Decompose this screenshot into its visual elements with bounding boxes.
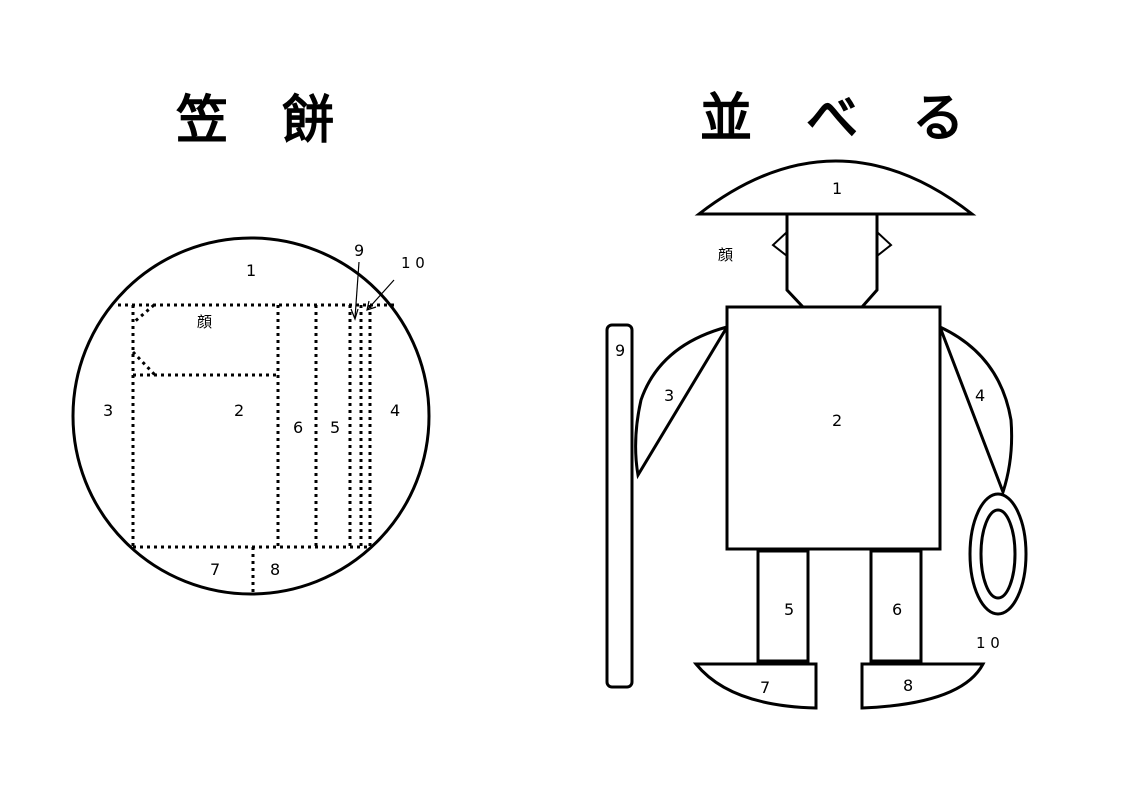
left-part-labels: 1 2 3 4 5 6 7 8 9 1 0 顔 [103, 241, 425, 579]
left-label-8: 8 [270, 560, 280, 579]
right-label-face: 顔 [718, 246, 733, 264]
left-label-10: 1 0 [401, 254, 425, 272]
arrow-9-head [350, 308, 359, 321]
face-piece [785, 212, 879, 309]
right-label-6: 6 [892, 600, 902, 619]
foot-piece-7 [692, 662, 818, 710]
cut-lines [118, 303, 395, 594]
left-label-1: 1 [246, 261, 256, 280]
right-label-5: 5 [784, 600, 794, 619]
left-label-face: 顔 [197, 313, 212, 331]
ring-piece-10-inner [979, 508, 1017, 600]
leg-piece-6 [869, 549, 923, 663]
right-label-3: 3 [664, 386, 674, 405]
right-label-9: 9 [615, 341, 625, 360]
right-label-8: 8 [903, 676, 913, 695]
left-panel: 笠 餅 1 2 3 4 5 [71, 91, 431, 596]
right-title: 並 べ る [700, 89, 982, 149]
arrow-10 [367, 279, 395, 310]
cut-line-face-notch-bottom [131, 350, 157, 377]
arrow-10-head [366, 300, 377, 311]
left-arm-piece-3 [634, 324, 731, 480]
right-label-7: 7 [760, 678, 770, 697]
left-label-9: 9 [354, 241, 364, 260]
hat-piece-1 [694, 159, 977, 216]
left-label-2: 2 [234, 401, 244, 420]
leg-piece-5 [756, 549, 810, 663]
right-part-labels: 1 2 3 4 5 6 7 8 9 1 0 顔 [615, 179, 1000, 697]
arrow-9 [354, 261, 360, 319]
right-panel: 並 べ る 1 2 3 4 5 6 7 [605, 89, 1028, 710]
left-title: 笠 餅 [176, 91, 352, 151]
right-ear [876, 229, 893, 259]
left-label-6: 6 [293, 418, 303, 437]
cut-line-face-notch-top [132, 303, 155, 325]
body-piece-2 [725, 305, 942, 551]
right-label-4: 4 [975, 386, 985, 405]
left-ear [771, 229, 788, 259]
left-label-3: 3 [103, 401, 113, 420]
staff-piece-9 [605, 323, 634, 689]
right-label-1: 1 [832, 179, 842, 198]
left-label-5: 5 [330, 418, 340, 437]
pointer-arrows [350, 261, 395, 321]
right-label-10: 1 0 [976, 634, 1000, 652]
left-label-4: 4 [390, 401, 400, 420]
right-label-2: 2 [832, 411, 842, 430]
mochi-circle [71, 236, 431, 596]
right-arm-piece-4 [937, 324, 1014, 497]
foot-piece-8 [860, 662, 986, 710]
left-label-7: 7 [210, 560, 220, 579]
